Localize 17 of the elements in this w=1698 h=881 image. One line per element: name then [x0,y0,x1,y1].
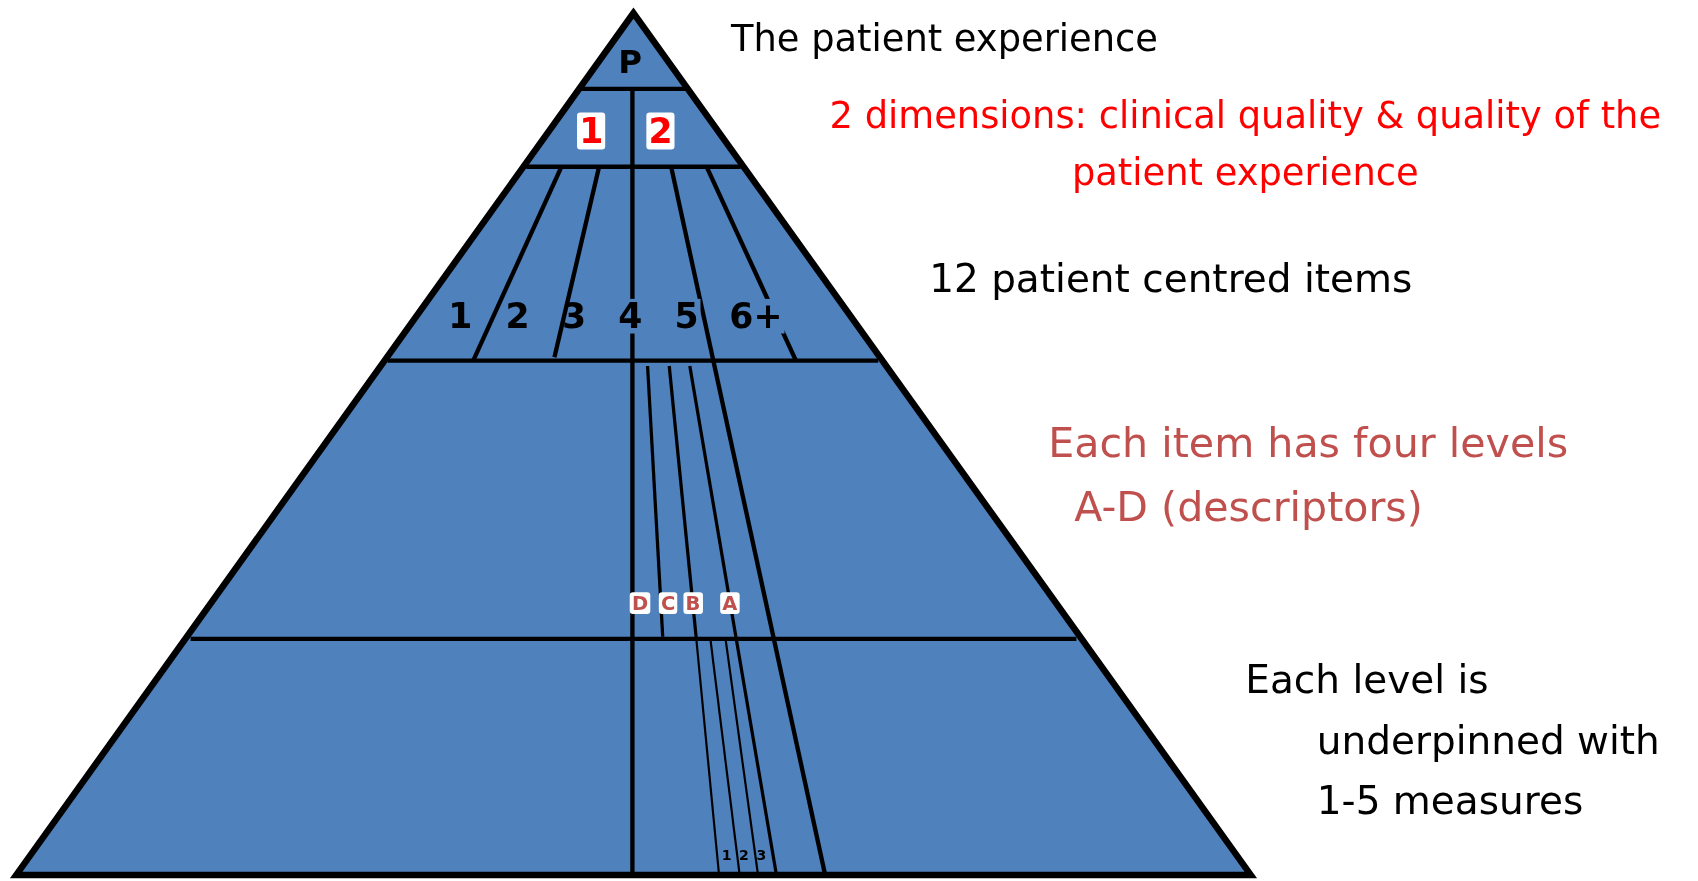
descriptor-letter: A [720,592,740,614]
measure-number: 1 [721,848,732,863]
dimension-number: 2 [646,112,675,150]
descriptor-letter: C [658,592,678,614]
annotation-text: The patient experience [730,19,1158,57]
measure-number: 3 [756,848,767,863]
annotation-text: Each item has four levels A-D (descriptors) [1048,418,1570,533]
item-number: 1 [448,298,473,334]
level-label: P [618,45,643,78]
measure-number: 2 [739,848,749,863]
annotation-text: 2 dimensions: clinical quality & quality of the patient experience [828,92,1663,196]
annotation-text: Each level is underpinned with 1-5 measures [1245,656,1661,825]
annotation-text: 12 patient centred items [929,259,1413,299]
item-number: 2 [505,298,530,334]
descriptor-letter: D [629,592,651,614]
descriptor-letter: B [683,592,703,614]
dimension-number: 1 [577,112,606,150]
